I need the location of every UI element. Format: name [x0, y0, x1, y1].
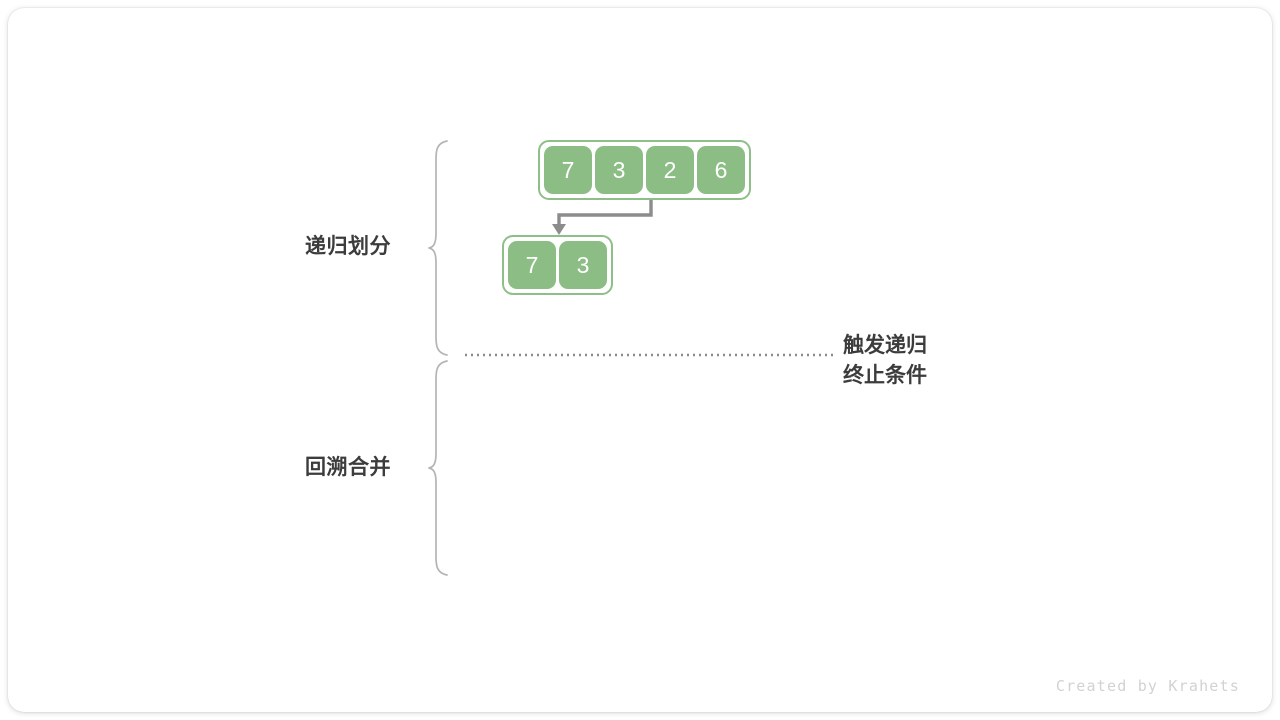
array-cell: 6	[697, 146, 745, 194]
termination-annotation-line1: 触发递归	[843, 334, 927, 357]
split-connector-arrow	[557, 197, 653, 228]
array-cell: 7	[544, 146, 592, 194]
termination-annotation-line2: 终止条件	[843, 364, 927, 387]
watermark-credit: Created by Krahets	[1055, 677, 1240, 695]
array-cell: 7	[508, 241, 556, 289]
array-cell: 3	[559, 241, 607, 289]
brace-merge	[428, 360, 448, 576]
array-cell: 3	[595, 146, 643, 194]
array-left-half: 7 3	[502, 235, 613, 295]
brace-divide	[428, 140, 448, 356]
section-label-merge: 回溯合并	[305, 456, 391, 479]
termination-annotation: 触发递归 终止条件	[843, 331, 927, 391]
split-arrowhead-icon	[552, 224, 566, 235]
section-label-divide: 递归划分	[305, 235, 391, 258]
array-cell: 2	[646, 146, 694, 194]
figure-card	[8, 8, 1272, 712]
array-original: 7 3 2 6	[538, 140, 751, 200]
